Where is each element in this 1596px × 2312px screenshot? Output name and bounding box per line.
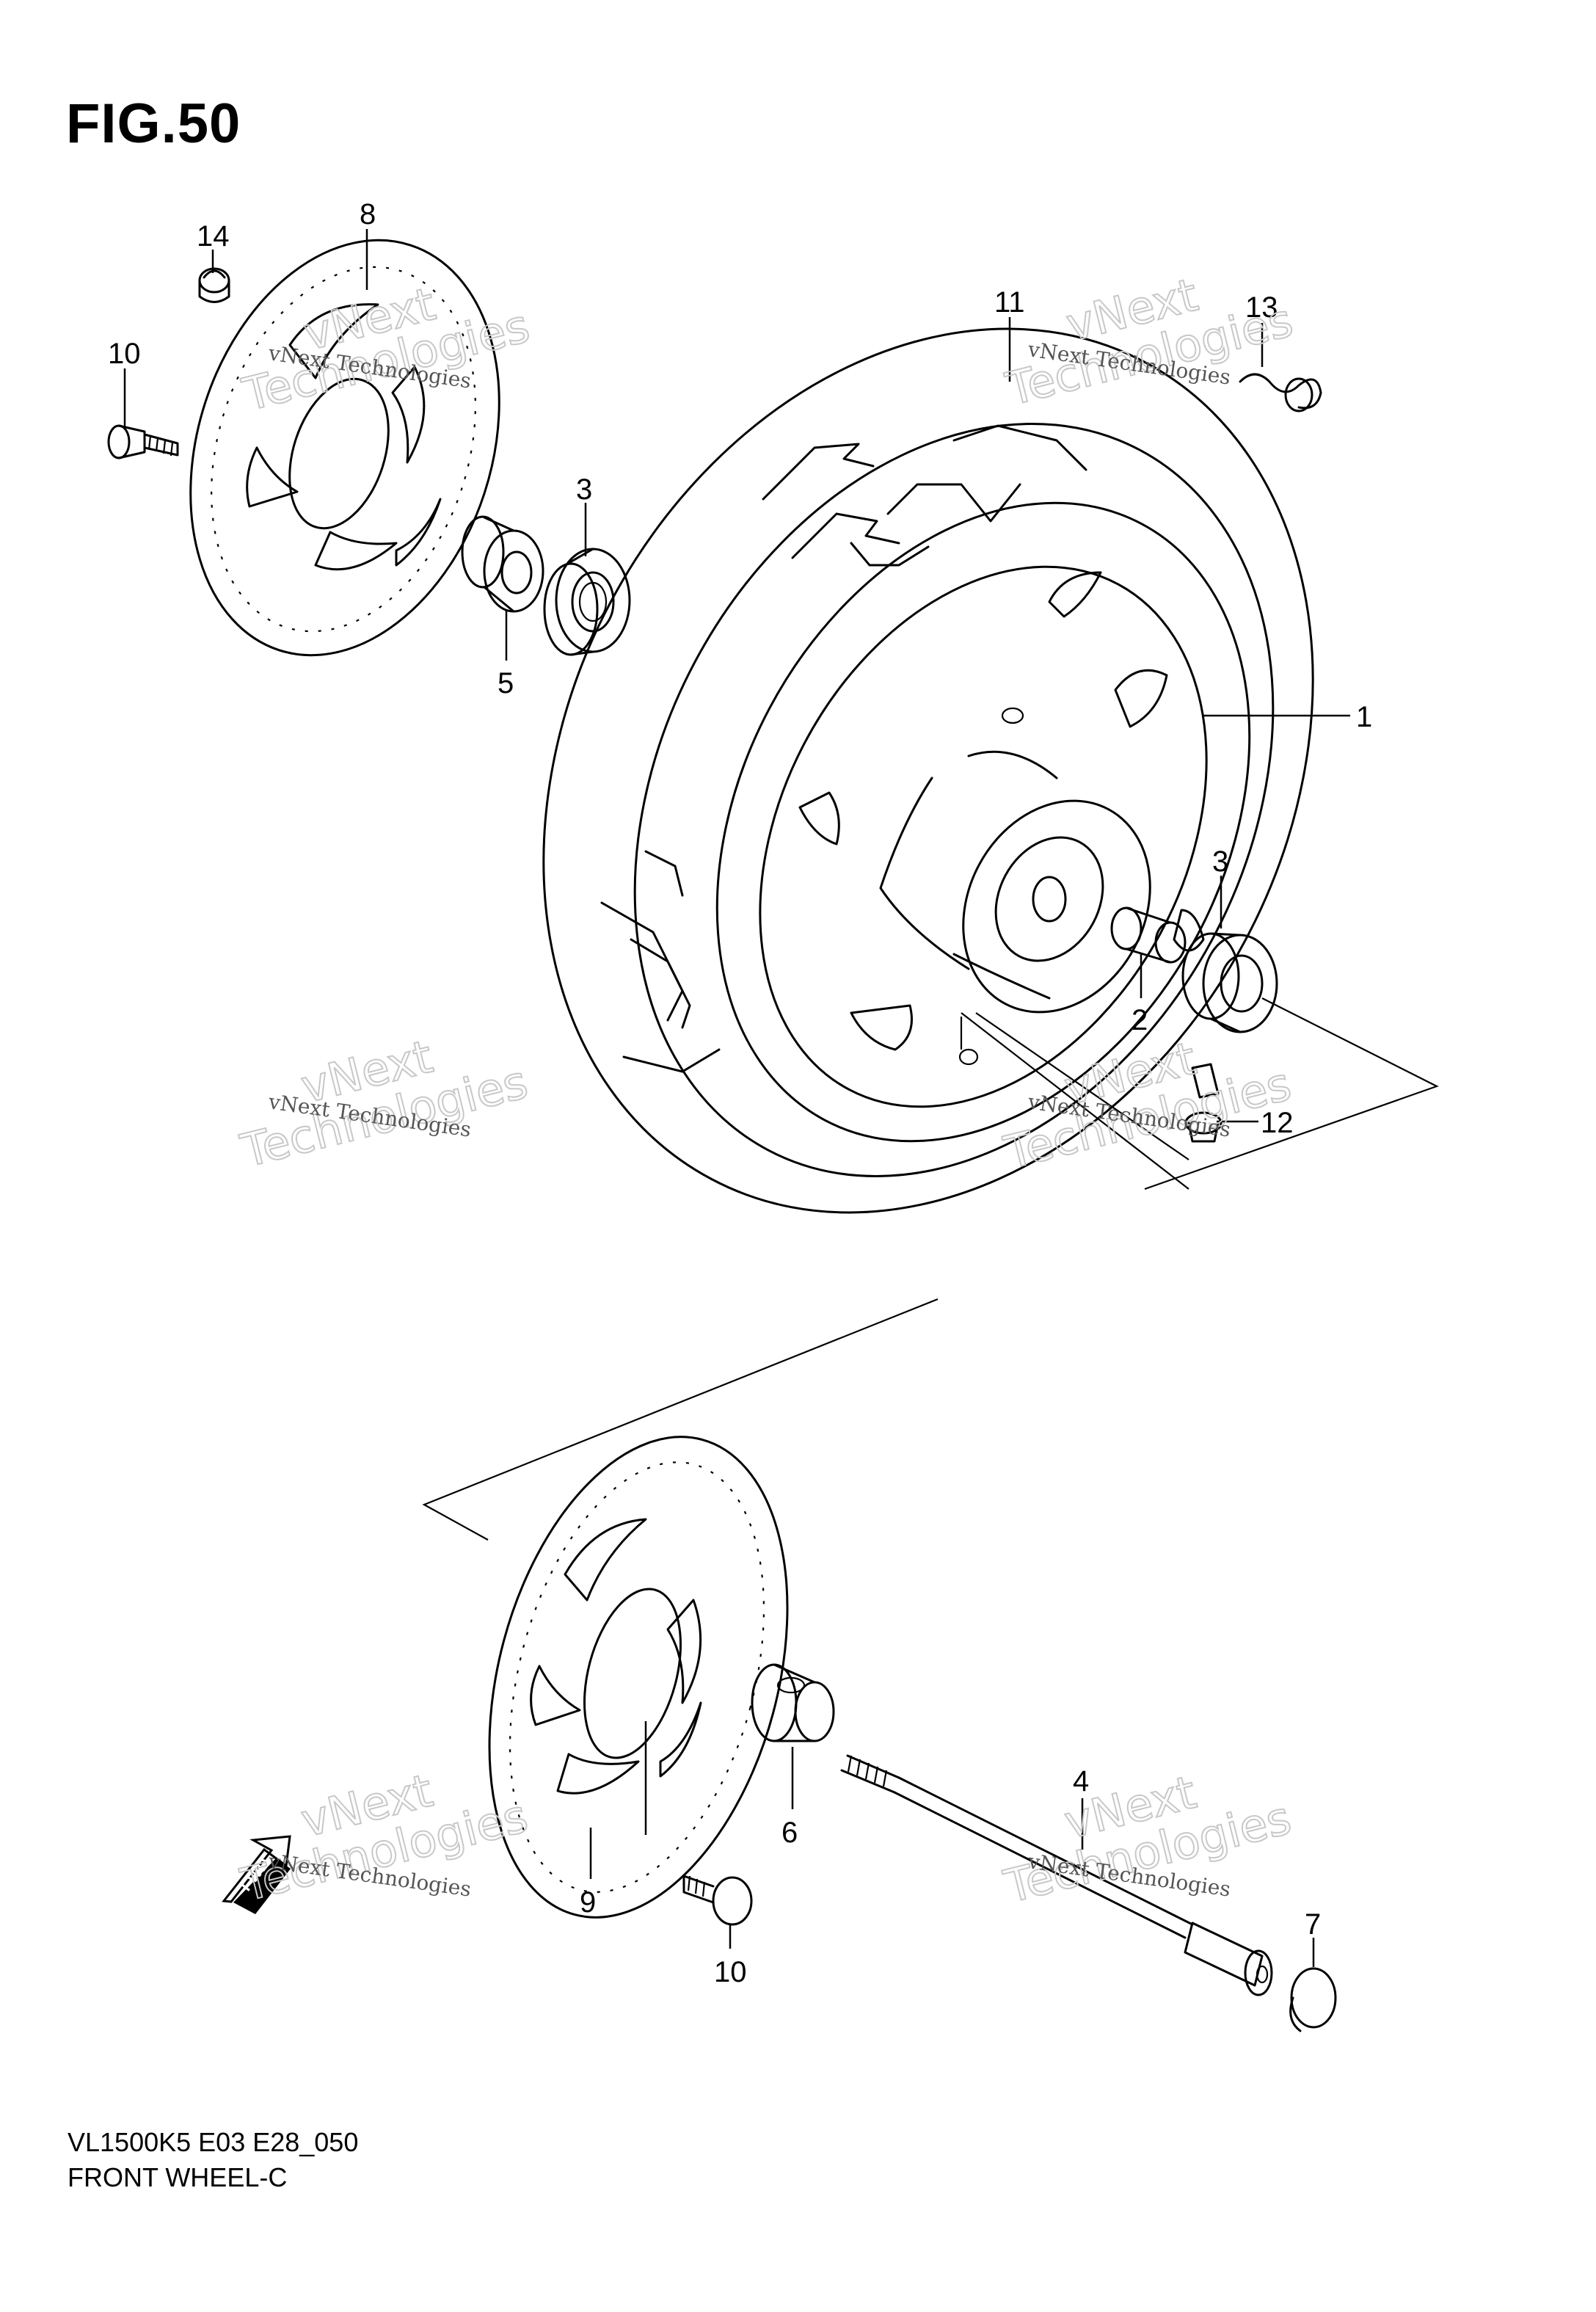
callout-10-upper: 10: [108, 338, 141, 370]
brake-disc-upper: [189, 239, 500, 657]
callout-1: 1: [1356, 701, 1372, 733]
brake-disc-lower: [488, 1436, 789, 1919]
front-wheel-assembly: [542, 327, 1314, 1214]
forward-direction-arrow: FWD: [222, 1835, 291, 1914]
axle-reference-lines: [422, 997, 1439, 1541]
bolt-part-10-upper: [107, 424, 179, 459]
diagram-name: FRONT WHEEL-C: [68, 2162, 288, 2192]
cap-part-7: [1289, 1967, 1337, 2032]
callout-8: 8: [360, 198, 376, 230]
spacer-part-5: [461, 515, 544, 613]
watermark-upper-right: vNext Technologies: [1000, 267, 1299, 417]
figure-title: FIG.50: [66, 92, 241, 155]
callout-5: 5: [498, 667, 514, 699]
callout-2: 2: [1132, 1004, 1148, 1036]
callout-7: 7: [1305, 1908, 1321, 1941]
nut-part-14: [198, 267, 230, 303]
diagram-code: VL1500K5 E03 E28_050: [68, 2127, 359, 2157]
callout-12: 12: [1261, 1107, 1294, 1139]
bearing-part-3-lower: [1181, 932, 1278, 1033]
clip-part-13: [1239, 373, 1322, 412]
bearing-part-3-upper: [543, 548, 631, 656]
callout-11: 11: [994, 286, 1025, 319]
spacer-part-2: [1110, 906, 1187, 964]
callout-6: 6: [781, 1817, 798, 1849]
bolt-part-10-lower: [682, 1875, 753, 1926]
callout-13: 13: [1245, 291, 1278, 324]
callout-9: 9: [580, 1886, 596, 1919]
axle-part-4: [840, 1754, 1273, 1996]
callout-4: 4: [1073, 1765, 1089, 1797]
callout-14: 14: [197, 220, 230, 252]
leader-lines: [123, 229, 1350, 1967]
callout-3-upper: 3: [576, 473, 592, 506]
spacer-part-6: [751, 1663, 835, 1742]
callout-3-lower: 3: [1212, 846, 1228, 878]
valve-part-12: [1184, 1063, 1222, 1143]
callout-10-lower: 10: [714, 1956, 747, 1988]
